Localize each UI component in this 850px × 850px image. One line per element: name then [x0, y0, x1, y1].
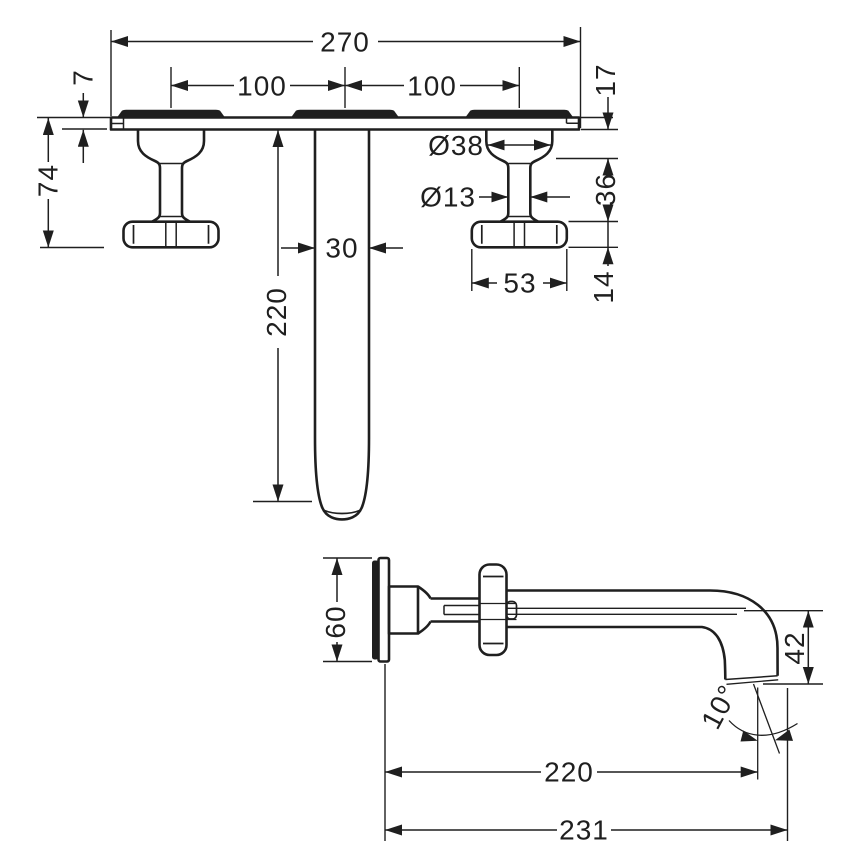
spout-outlet-face: [725, 675, 778, 681]
spout-side-bottom-edge: [506, 625, 727, 680]
handle-side-cap-end: [505, 600, 518, 620]
dim-handle-height: 36: [556, 157, 621, 223]
dim-label-plate-thickness: 7: [67, 69, 98, 86]
dim-label-escutcheon-height: 60: [320, 605, 351, 638]
dim-mount-offset: 17: [581, 63, 621, 131]
handle-right: [470, 129, 569, 249]
mounting-plate: [109, 116, 581, 131]
handle-right-body: [485, 129, 510, 223]
front-view: 270 100 100 7 74: [32, 27, 621, 521]
handle-right-body: [529, 129, 554, 223]
handle-right-knob: [470, 220, 569, 249]
plate-step-right: [565, 117, 579, 125]
wall-pad-side: [372, 560, 379, 660]
spout-side-chamfer-lines: [506, 607, 746, 615]
dim-label-flange-diameter: Ø38: [428, 130, 484, 161]
dim-spout-width: 30: [281, 233, 403, 264]
angle-ref-slanted: [752, 683, 781, 754]
dim-flange-diameter: Ø38: [428, 130, 551, 161]
dim-knob-depth: 14: [568, 221, 619, 304]
angle-arc: [728, 720, 798, 736]
dim-label-spacing-right: 100: [407, 71, 457, 102]
handle-left-knob-stem: [165, 221, 177, 248]
angle-arrowhead: [740, 730, 758, 742]
dim-spacing: 100 100: [170, 67, 520, 108]
dim-plate-thickness: 7: [62, 69, 107, 163]
ext-line: [170, 67, 520, 108]
dim-label-mount-offset: 17: [590, 63, 621, 96]
dim-total-width: 270: [110, 27, 582, 128]
side-view: 60 42 10° 220: [320, 556, 823, 846]
handle-left-body: [136, 129, 162, 223]
dim-label-spacing-left: 100: [237, 71, 287, 102]
dim-label-spout-width: 30: [325, 233, 358, 264]
wall-pad-left: [117, 109, 225, 118]
wall-pad-right: [465, 109, 574, 118]
handle-right-knob-caps: [480, 225, 558, 244]
valve-neck-side: [417, 585, 480, 635]
dim-label-handle-height: 36: [590, 173, 621, 206]
angle-arrowhead: [775, 729, 793, 741]
dim-handle-projection: 74: [32, 118, 104, 249]
valve-flange-side: [387, 585, 420, 635]
dim-label-handle-projection: 74: [32, 164, 63, 197]
dim-outlet-drop: 42: [744, 610, 823, 685]
handle-side-hub-lines: [479, 602, 517, 621]
plate-step-left: [111, 117, 125, 130]
wall-pad-center: [291, 109, 399, 118]
handle-left-body: [180, 129, 206, 223]
handle-side-caps: [483, 575, 504, 645]
handle-left-knob-caps: [132, 225, 210, 244]
dim-label-total-width: 270: [320, 27, 370, 58]
dim-reach-to-outlet: 220: [384, 664, 758, 841]
handle-side: [478, 563, 508, 657]
dim-escutcheon-height: 60: [320, 557, 372, 663]
escutcheon-side: [377, 556, 391, 663]
dim-spout-projection: 220: [253, 130, 312, 503]
dim-label-knob-width: 53: [503, 268, 536, 299]
dim-label-reach-to-outlet: 220: [544, 757, 594, 788]
dim-outlet-angle: 10°: [695, 679, 798, 780]
dim-label-total-reach: 231: [559, 815, 609, 846]
dim-label-outlet-angle: 10°: [695, 679, 744, 734]
handle-left-knob: [122, 220, 220, 249]
spout-front: [313, 129, 371, 521]
dim-total-reach: 231: [385, 688, 789, 846]
spout-side: [506, 589, 779, 685]
handle-right-knob-stem: [513, 221, 526, 248]
handle-right-stem-lines: [508, 162, 531, 218]
dim-label-stem-diameter: Ø13: [420, 182, 476, 213]
spout-front-outlet-line: [324, 509, 360, 515]
spout-front-outline: [313, 129, 371, 521]
handle-left: [122, 129, 220, 249]
spout-side-top-edge: [506, 589, 779, 676]
valve-neck-inner: [443, 604, 480, 616]
dim-label-knob-depth: 14: [588, 270, 619, 303]
dim-stem-diameter: Ø13: [420, 182, 570, 213]
dim-label-spout-projection: 220: [261, 287, 292, 337]
ext-line: [323, 557, 372, 663]
dim-label-outlet-drop: 42: [779, 631, 810, 664]
spout-outlet-face-inner: [726, 679, 779, 685]
dim-knob-width: 53: [471, 249, 568, 299]
handle-left-stem-lines: [160, 162, 182, 218]
